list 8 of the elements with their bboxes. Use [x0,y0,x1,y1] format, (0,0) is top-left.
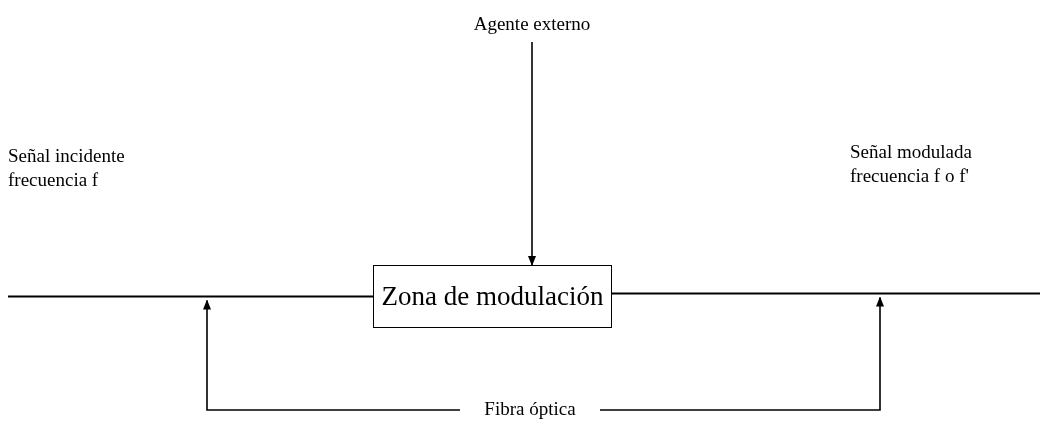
arrow [528,41,536,266]
fiber-line [612,292,1040,295]
arrow [203,299,461,411]
process-box: Zona de modulación [373,265,612,328]
arrow [599,296,884,411]
signal-label: Señal modulada frecuencia f o f' [850,140,973,188]
fiber-line [8,295,373,298]
signal-label: Señal incidente frecuencia f [8,144,126,192]
